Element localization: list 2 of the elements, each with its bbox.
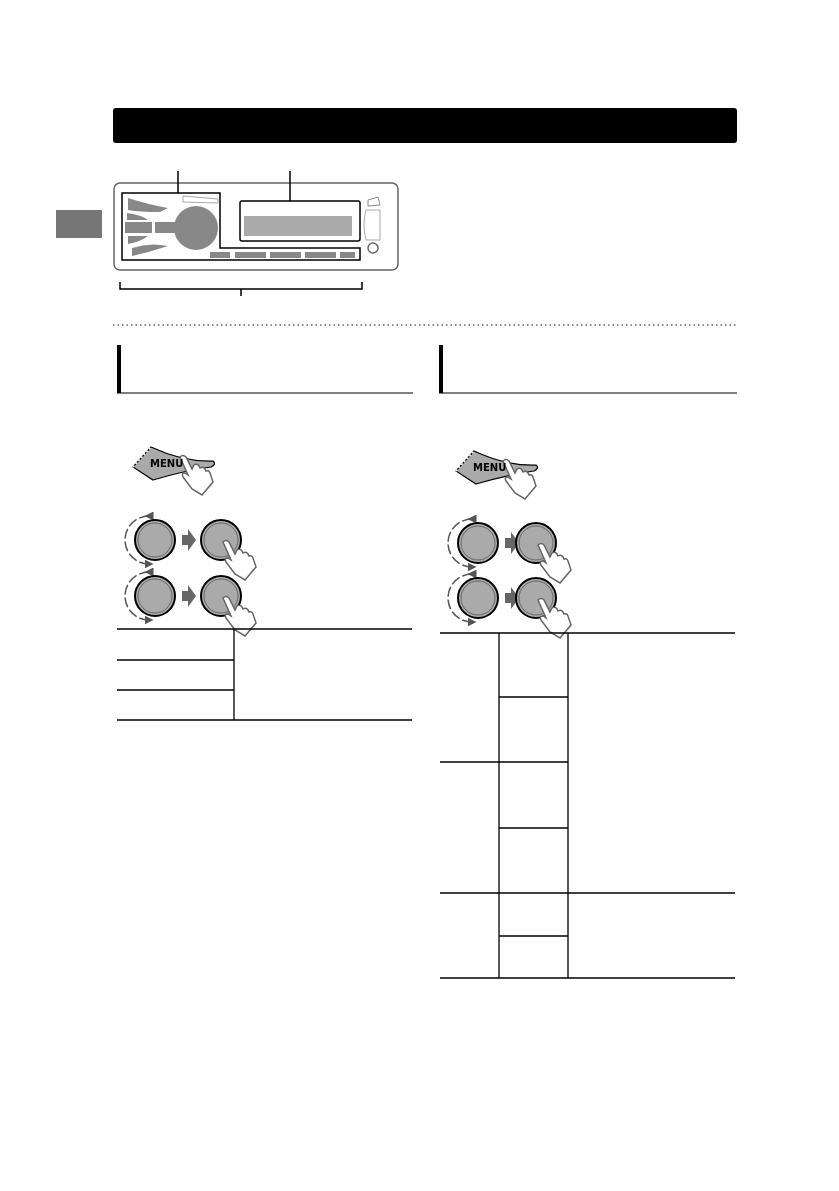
button-label: MENU <box>150 458 184 470</box>
button-label: MENU <box>473 462 507 474</box>
